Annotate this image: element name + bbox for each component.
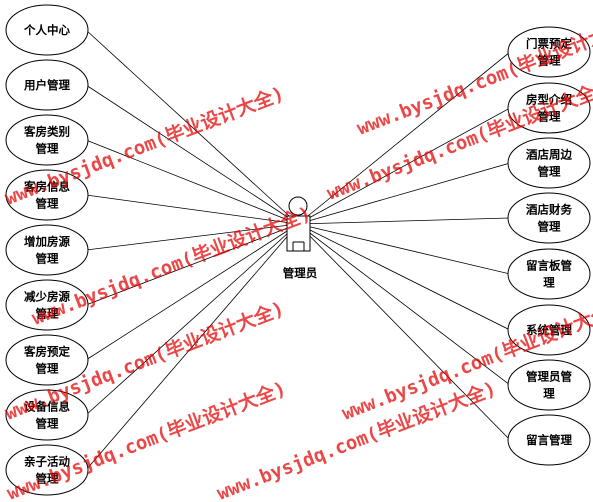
use-case-ellipse <box>507 359 591 411</box>
use-case-ellipse <box>5 389 89 441</box>
use-case-label: 用户管理 <box>23 78 70 92</box>
association-line <box>85 223 299 471</box>
use-case: 系统管理 <box>507 304 591 356</box>
actor-label: 管理员 <box>283 266 318 280</box>
use-case-label: 系统管理 <box>526 323 572 337</box>
association-line <box>297 217 511 225</box>
association-line <box>297 223 511 386</box>
actor-label-background <box>267 259 333 287</box>
use-case-label: 管理 <box>36 362 59 376</box>
use-case-label: 管理 <box>36 417 59 431</box>
use-case-ellipse <box>507 192 591 244</box>
use-case-label: 管理员管 <box>526 370 572 384</box>
use-case-label: 设备信息 <box>24 400 70 414</box>
use-case-label: 管理 <box>538 110 561 124</box>
use-case-label: 个人中心 <box>23 23 70 37</box>
association-line <box>297 162 511 225</box>
use-case-ellipse <box>5 4 89 56</box>
use-case-label: 减少房源 <box>24 290 70 304</box>
use-case-label: 管理 <box>538 54 561 68</box>
use-case-ellipse <box>5 279 89 331</box>
use-case: 留言管理 <box>507 414 591 466</box>
use-case-label: 留言板管 <box>526 259 572 273</box>
use-case-ellipse <box>5 114 89 166</box>
use-case-ellipse <box>507 414 591 466</box>
use-case-ellipse <box>5 59 89 111</box>
actor: 管理员 <box>267 196 333 287</box>
use-case-label: 酒店财务 <box>526 203 572 217</box>
use-case-label: 客房类别 <box>23 125 70 139</box>
use-case-label: 亲子活动 <box>24 455 70 469</box>
use-case-ellipse <box>507 248 591 300</box>
association-line <box>85 29 299 225</box>
use-case-label: 房型介绍 <box>526 93 572 107</box>
actor-head <box>288 196 308 216</box>
association-line <box>85 223 299 361</box>
association-line <box>85 84 299 225</box>
association-line <box>85 223 299 416</box>
use-case-label: 理 <box>543 276 555 290</box>
use-case-label: 门票预定 <box>526 37 572 51</box>
use-case-label: 留言管理 <box>526 433 572 447</box>
association-line <box>297 223 511 441</box>
association-line <box>85 223 299 306</box>
association-line <box>85 139 299 225</box>
use-case-label: 客房信息 <box>23 180 70 194</box>
actor-legs <box>292 241 305 251</box>
use-case-ellipse <box>5 444 89 496</box>
use-case: 用户管理 <box>5 59 89 111</box>
use-case-label: 管理 <box>538 165 561 179</box>
use-case-ellipse <box>507 137 591 189</box>
use-case-label: 管理 <box>538 220 561 234</box>
association-line <box>297 51 511 225</box>
use-case-ellipse <box>5 334 89 386</box>
use-case-ellipse <box>507 26 591 78</box>
use-case-label: 客房预定 <box>23 345 70 359</box>
association-line <box>85 194 299 225</box>
use-case-label: 酒店周边 <box>526 148 572 162</box>
use-case-ellipse <box>507 304 591 356</box>
association-line <box>297 223 511 331</box>
use-case-label: 管理 <box>36 472 59 486</box>
association-line <box>297 107 511 225</box>
use-case-label: 管理 <box>36 307 59 321</box>
use-cases: 个人中心用户管理客房类别管理客房信息管理增加房源管理减少房源管理客房预定管理设备… <box>5 4 591 496</box>
use-case-ellipse <box>5 169 89 221</box>
use-case-label: 增加房源 <box>24 235 70 249</box>
use-case-label: 管理 <box>36 252 59 266</box>
use-case: 个人中心 <box>5 4 89 56</box>
use-case-label: 理 <box>543 387 555 401</box>
watermarks: www.bysjdq.com(毕业设计大全)www.bysjdq.com(毕业设… <box>2 12 593 502</box>
association-line <box>297 223 511 275</box>
use-case-ellipse <box>507 82 591 134</box>
association-line <box>85 223 299 251</box>
association-lines <box>85 29 511 471</box>
use-case-label: 管理 <box>36 142 59 156</box>
use-case-ellipse <box>5 224 89 276</box>
use-case-label: 管理 <box>36 197 59 211</box>
